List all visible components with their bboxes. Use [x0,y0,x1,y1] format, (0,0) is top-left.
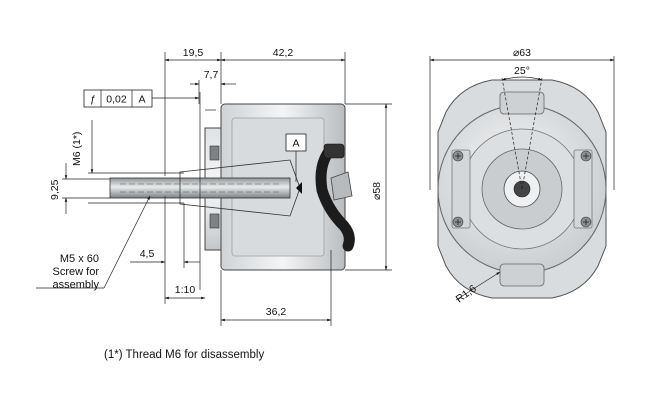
radius-leader [455,271,501,301]
bottom-slot [499,263,545,287]
dim-dia-58: ⌀58 [371,182,383,200]
screw-note-line2: Screw for [53,266,100,278]
dim-dia-63: ⌀63 [513,47,531,59]
flatness-frame: ƒ 0,02 A [83,89,200,108]
dim-ratio: 1:10 [175,284,196,296]
right-tab [573,149,593,229]
screw-bl [452,216,464,228]
side-view [109,92,355,290]
dim-7-7: 7,7 [204,69,219,81]
dim-19-5: 19,5 [183,47,204,59]
side-dimensions: 19,5 42,2 7,7 ƒ 0,02 A A M6 (1*) [36,47,392,326]
left-tab [451,149,471,229]
flange-screw-bottom [209,213,220,229]
dim-9-25: 9,25 [49,179,61,200]
screw-note-line3: assembly [53,279,100,291]
screw-tr [580,150,592,162]
clamp-bracket [330,171,353,201]
datum-box-label: A [292,138,299,150]
dim-m6: M6 (1*) [71,132,83,166]
cable [315,144,355,252]
flange-screw-top [209,145,220,161]
top-slot [499,91,545,115]
datum-triangle [296,182,302,194]
screw-note-line1: M5 x 60 [60,253,99,265]
dim-angle: 25° [514,65,530,77]
flatness-symbol: ƒ [90,94,96,106]
flatness-value: 0,02 [106,94,127,106]
screw-tl [452,150,464,162]
dim-36-2: 36,2 [266,306,287,318]
screw-br [580,216,592,228]
dim-42-2: 42,2 [273,47,294,59]
footnote: (1*) Thread M6 for disassembly [104,349,264,361]
cable-gland [323,143,345,159]
dim-4-5: 4,5 [140,248,155,260]
shaft-taper [179,159,301,217]
screw-note: M5 x 60 Screw for assembly [53,253,100,291]
flatness-datum: A [138,94,145,106]
screw-leader [103,195,151,289]
angle-arc [501,76,543,81]
